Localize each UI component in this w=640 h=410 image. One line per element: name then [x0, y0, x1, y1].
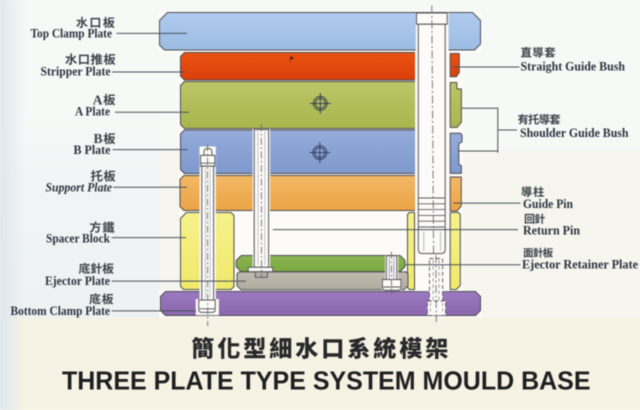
svg-text:THREE PLATE TYPE SYSTEM MOULD: THREE PLATE TYPE SYSTEM MOULD BASE: [62, 366, 591, 396]
svg-text:Guide Pin: Guide Pin: [523, 196, 574, 211]
svg-text:Spacer Block: Spacer Block: [46, 230, 111, 245]
svg-text:Support Plate: Support Plate: [46, 179, 113, 194]
svg-text:A: A: [93, 92, 103, 107]
svg-text:A Plate: A Plate: [75, 103, 110, 118]
svg-text:Ejector Retainer Plate: Ejector Retainer Plate: [522, 257, 638, 272]
svg-text:Ejector Plate: Ejector Plate: [45, 273, 110, 288]
svg-text:Bottom Clamp Plate: Bottom Clamp Plate: [11, 303, 111, 318]
svg-text:B: B: [93, 131, 102, 146]
svg-text:Top Clamp Plate: Top Clamp Plate: [31, 25, 113, 40]
svg-text:Straight Guide Bush: Straight Guide Bush: [521, 58, 626, 73]
svg-text:B Plate: B Plate: [74, 142, 111, 157]
svg-text:Shoulder Guide Bush: Shoulder Guide Bush: [520, 125, 629, 140]
svg-text:Stripper Plate: Stripper Plate: [41, 64, 111, 79]
svg-text:Return Pin: Return Pin: [523, 222, 581, 237]
